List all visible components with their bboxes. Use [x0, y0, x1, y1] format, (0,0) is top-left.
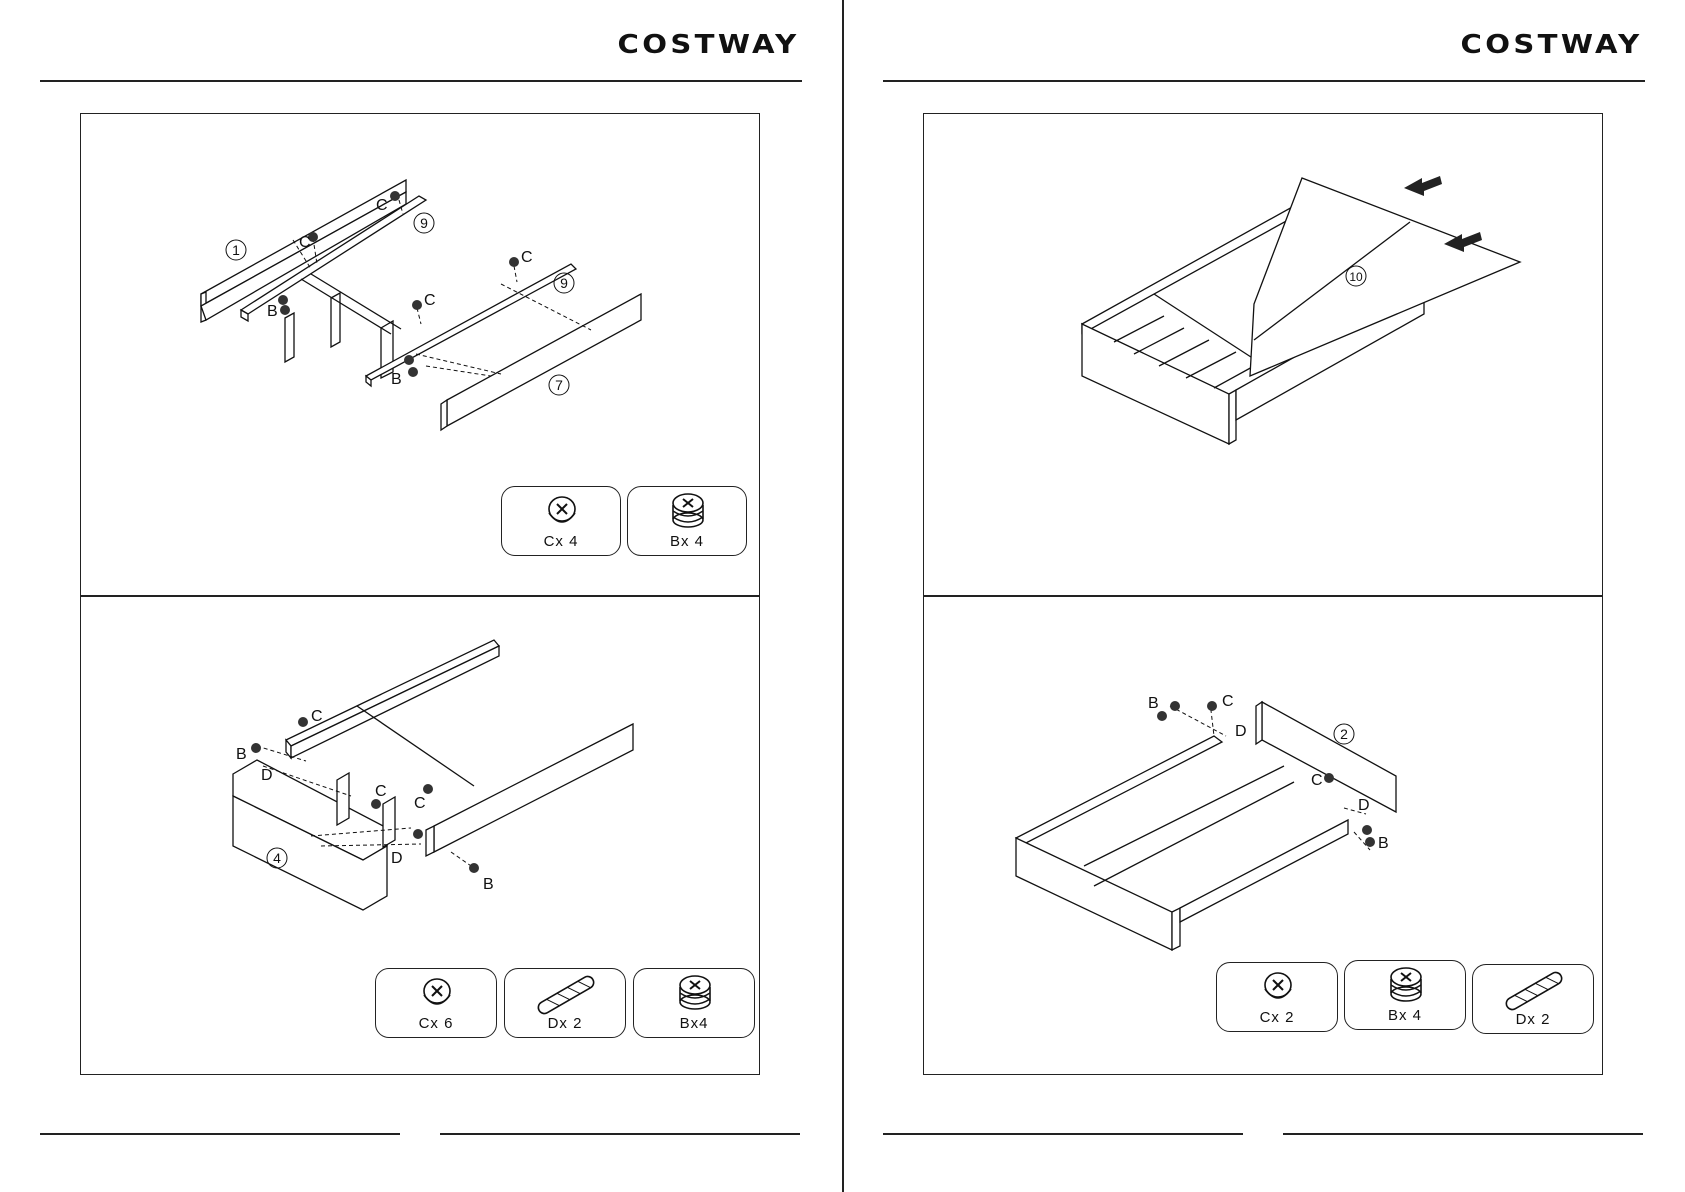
brand-logo: COSTWAY — [1461, 30, 1643, 60]
part-number-labels: 2 — [1334, 724, 1354, 744]
callout-letter: C — [424, 292, 436, 309]
back-panel-diagram: 10 — [924, 114, 1604, 595]
steps-frame: 10 — [923, 113, 1603, 1075]
footer-rule — [440, 1133, 800, 1135]
hardware-box: Cx 6 — [375, 968, 497, 1038]
step-panel-back-panel: 10 — [924, 114, 1602, 595]
hardware-box: Dx 2 — [504, 968, 626, 1038]
part-number: 1 — [232, 242, 240, 258]
part-number: 10 — [1349, 270, 1363, 284]
manual-page-left: COSTWAY — [0, 0, 844, 1192]
callout-letter: B — [267, 303, 278, 320]
callout-letter: B — [236, 746, 247, 763]
footer-rule — [40, 1133, 400, 1135]
step-panel-side-board: 4 C B D C C D B Cx — [81, 596, 759, 1077]
callout-letter: C — [376, 197, 388, 214]
cam-lock-icon — [376, 969, 498, 1019]
manual-page-right: COSTWAY — [843, 0, 1685, 1192]
callout-letter: C — [311, 708, 323, 725]
hardware-qty: Dx 2 — [1473, 1011, 1593, 1028]
part-number: 7 — [555, 377, 563, 393]
callout-letter: D — [391, 850, 403, 867]
callout-letter: C — [375, 783, 387, 800]
cam-lock-icon — [502, 487, 622, 537]
step-panel-final-board: 2 B C D C D B Cx 2 — [924, 596, 1602, 1077]
part-number: 2 — [1340, 726, 1348, 742]
callout-letter: D — [1235, 723, 1247, 740]
callout-letter: C — [1222, 693, 1234, 710]
footer-rule — [883, 1133, 1243, 1135]
callout-letter: C — [1311, 772, 1323, 789]
hardware-qty: Cx 2 — [1217, 1009, 1337, 1026]
part-number: 9 — [560, 275, 568, 291]
footer-rule — [1283, 1133, 1643, 1135]
hardware-box: Bx4 — [633, 968, 755, 1038]
callout-letter: B — [1378, 835, 1389, 852]
hardware-qty: Bx 4 — [1345, 1007, 1465, 1024]
hardware-box: Dx 2 — [1472, 964, 1594, 1034]
steps-frame: 1 9 9 7 C C C C B B — [80, 113, 760, 1075]
header-rule — [40, 80, 802, 82]
callout-letter: B — [1148, 695, 1159, 712]
callout-letter: C — [521, 249, 533, 266]
part-number: 9 — [420, 215, 428, 231]
callout-letter: B — [391, 371, 402, 388]
dowel-icon — [1473, 965, 1595, 1015]
callout-letter: D — [261, 767, 273, 784]
callout-letter: C — [414, 795, 426, 812]
cam-bolt-icon — [628, 487, 748, 537]
hardware-qty: Bx 4 — [628, 533, 746, 550]
dowel-icon — [505, 969, 627, 1019]
part-number: 4 — [273, 850, 281, 866]
hardware-qty: Bx4 — [634, 1015, 754, 1032]
step-panel-frame-assembly: 1 9 9 7 C C C C B B — [81, 114, 759, 595]
hardware-qty: Cx 4 — [502, 533, 620, 550]
hardware-box: Cx 4 — [501, 486, 621, 556]
header-rule — [883, 80, 1645, 82]
callout-letter: C — [299, 234, 311, 251]
cam-bolt-icon — [634, 969, 756, 1019]
cam-lock-icon — [1217, 963, 1339, 1013]
hardware-box: Cx 2 — [1216, 962, 1338, 1032]
hardware-box: Bx 4 — [627, 486, 747, 556]
hardware-box: Bx 4 — [1344, 960, 1466, 1030]
callout-letter: D — [1358, 797, 1370, 814]
cam-bolt-icon — [1345, 961, 1467, 1011]
diagram-hardware-marks — [278, 191, 519, 377]
brand-logo: COSTWAY — [618, 30, 800, 60]
callout-letter: B — [483, 876, 494, 893]
hardware-qty: Dx 2 — [505, 1015, 625, 1032]
hardware-qty: Cx 6 — [376, 1015, 496, 1032]
